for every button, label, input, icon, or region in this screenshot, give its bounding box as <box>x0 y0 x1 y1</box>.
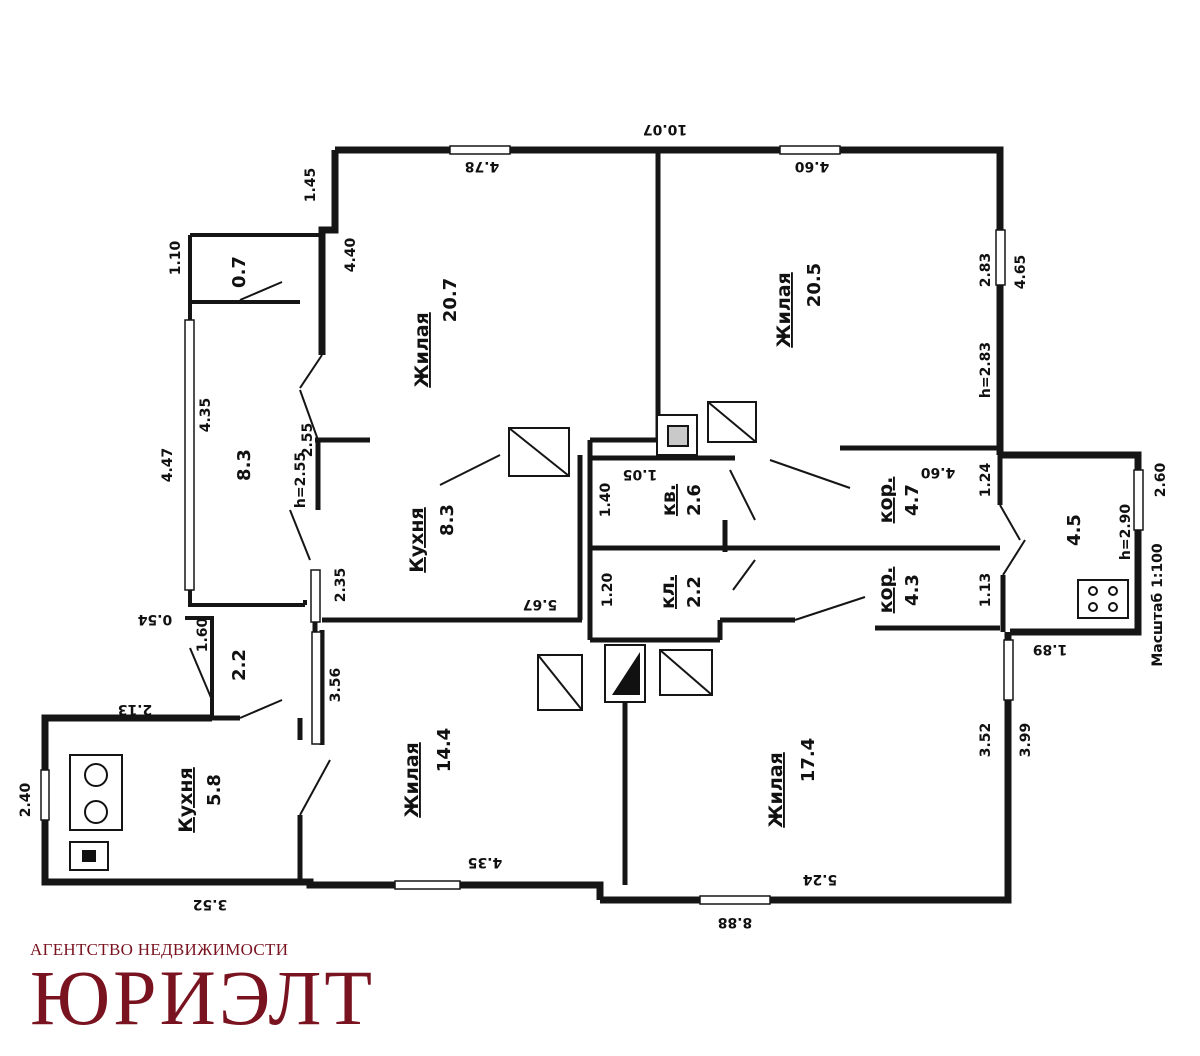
dimension: 8.88 <box>718 914 753 930</box>
wall-segment <box>1000 451 1142 636</box>
vent-shaft <box>612 652 640 695</box>
agency-logo: АГЕНТСТВО НЕДВИЖИМОСТИ ЮРИЭЛТ <box>30 940 376 1041</box>
dimension: 5.24 <box>802 871 837 887</box>
room-name: Жилая <box>773 272 795 348</box>
room-name: Кухня <box>406 507 428 573</box>
doors <box>189 281 1026 816</box>
vent-shaft <box>667 425 689 447</box>
height-label: h=2.55 <box>293 452 309 508</box>
dimension: 3.52 <box>193 896 228 912</box>
stoves <box>69 579 1129 871</box>
dimension: 3.99 <box>1018 723 1034 758</box>
scale-label: Масштаб 1:100 <box>1150 543 1166 667</box>
dimension: 4.35 <box>198 398 214 433</box>
room-area: 4.3 <box>902 574 923 606</box>
window <box>779 145 841 155</box>
room-area: 4.5 <box>1064 514 1085 546</box>
dimension: 1.40 <box>598 482 614 517</box>
dimension: 1.13 <box>978 573 994 608</box>
stove <box>69 754 123 831</box>
dimension: 1.45 <box>303 168 319 203</box>
room-area: 0.7 <box>229 256 250 288</box>
wall-segment <box>335 146 1004 455</box>
room-area: 20.7 <box>440 278 461 322</box>
dimension: 2.35 <box>333 568 349 603</box>
dimension: 4.65 <box>1013 255 1029 290</box>
window <box>449 145 511 155</box>
window <box>1003 639 1014 701</box>
dimension: 10.07 <box>643 121 687 137</box>
wall-segment <box>41 714 604 900</box>
dimension: h=2.90 <box>1118 504 1134 560</box>
vent-shafts <box>508 401 757 711</box>
dimension: 1.60 <box>195 617 211 652</box>
room-name: кор. <box>875 567 897 614</box>
wall-segment <box>185 616 214 718</box>
room-area: 17.4 <box>798 738 819 782</box>
dimension: 2.60 <box>1153 462 1169 497</box>
window <box>995 229 1006 286</box>
window <box>699 895 771 905</box>
agency-name: ЮРИЭЛТ <box>30 954 376 1041</box>
stove <box>69 841 109 871</box>
window <box>1133 469 1144 531</box>
room-name: Кухня <box>175 767 197 833</box>
height-label: h=2.83 <box>978 342 994 398</box>
room-area: 2.2 <box>229 649 250 681</box>
dimension: 1.24 <box>978 462 994 497</box>
room-area: 14.4 <box>434 728 455 772</box>
dimension: 1.89 <box>1033 641 1068 657</box>
dimension: 4.47 <box>160 448 176 483</box>
dimension: 1.20 <box>600 572 616 607</box>
dimension: 4.35 <box>468 854 503 870</box>
room-labels: Жилая 20.7 Жилая 20.5 Кухня 8.3 Жилая 14… <box>175 256 1085 833</box>
dimension: 3.56 <box>328 668 344 703</box>
dimension: 2.83 <box>978 253 994 288</box>
room-name: Жилая <box>411 312 433 388</box>
wall-segment <box>318 150 339 355</box>
dimension: 0.54 <box>137 611 172 627</box>
dimension: 5.67 <box>523 596 558 612</box>
dimension: 3.52 <box>978 723 994 758</box>
window <box>311 631 322 745</box>
room-name: кор. <box>875 477 897 524</box>
dimension: 2.55 <box>300 423 316 458</box>
window <box>184 319 195 591</box>
agency-subtitle: АГЕНТСТВО НЕДВИЖИМОСТИ <box>30 940 289 959</box>
stove <box>1077 579 1129 619</box>
room-name: кл. <box>657 575 679 609</box>
window <box>40 769 50 821</box>
room-name: Жилая <box>765 752 787 828</box>
dimension: 4.60 <box>794 158 829 174</box>
windows <box>40 145 1144 905</box>
dimension-labels: 10.07 1.45 4.78 4.60 4.40 2.83 4.65 1.10… <box>18 121 1169 930</box>
room-area: 2.6 <box>684 484 705 516</box>
room-area: 5.8 <box>204 774 225 806</box>
room-area: 2.2 <box>684 576 705 608</box>
dimension: 4.78 <box>465 158 500 174</box>
dimension: 4.60 <box>920 464 955 480</box>
room-area: 20.5 <box>804 263 825 307</box>
window <box>394 880 461 890</box>
room-name: Жилая <box>401 742 423 818</box>
window <box>310 569 321 623</box>
dimension: 2.13 <box>118 701 153 717</box>
dimension: 1.05 <box>623 466 658 482</box>
room-name: кв. <box>658 484 680 516</box>
room-area: 4.7 <box>902 484 923 516</box>
dimension: 2.40 <box>18 782 34 817</box>
room-area: 8.3 <box>437 504 458 536</box>
dimension: 1.10 <box>168 240 184 275</box>
dimension: 4.40 <box>343 237 359 272</box>
room-area: 8.3 <box>234 449 255 481</box>
